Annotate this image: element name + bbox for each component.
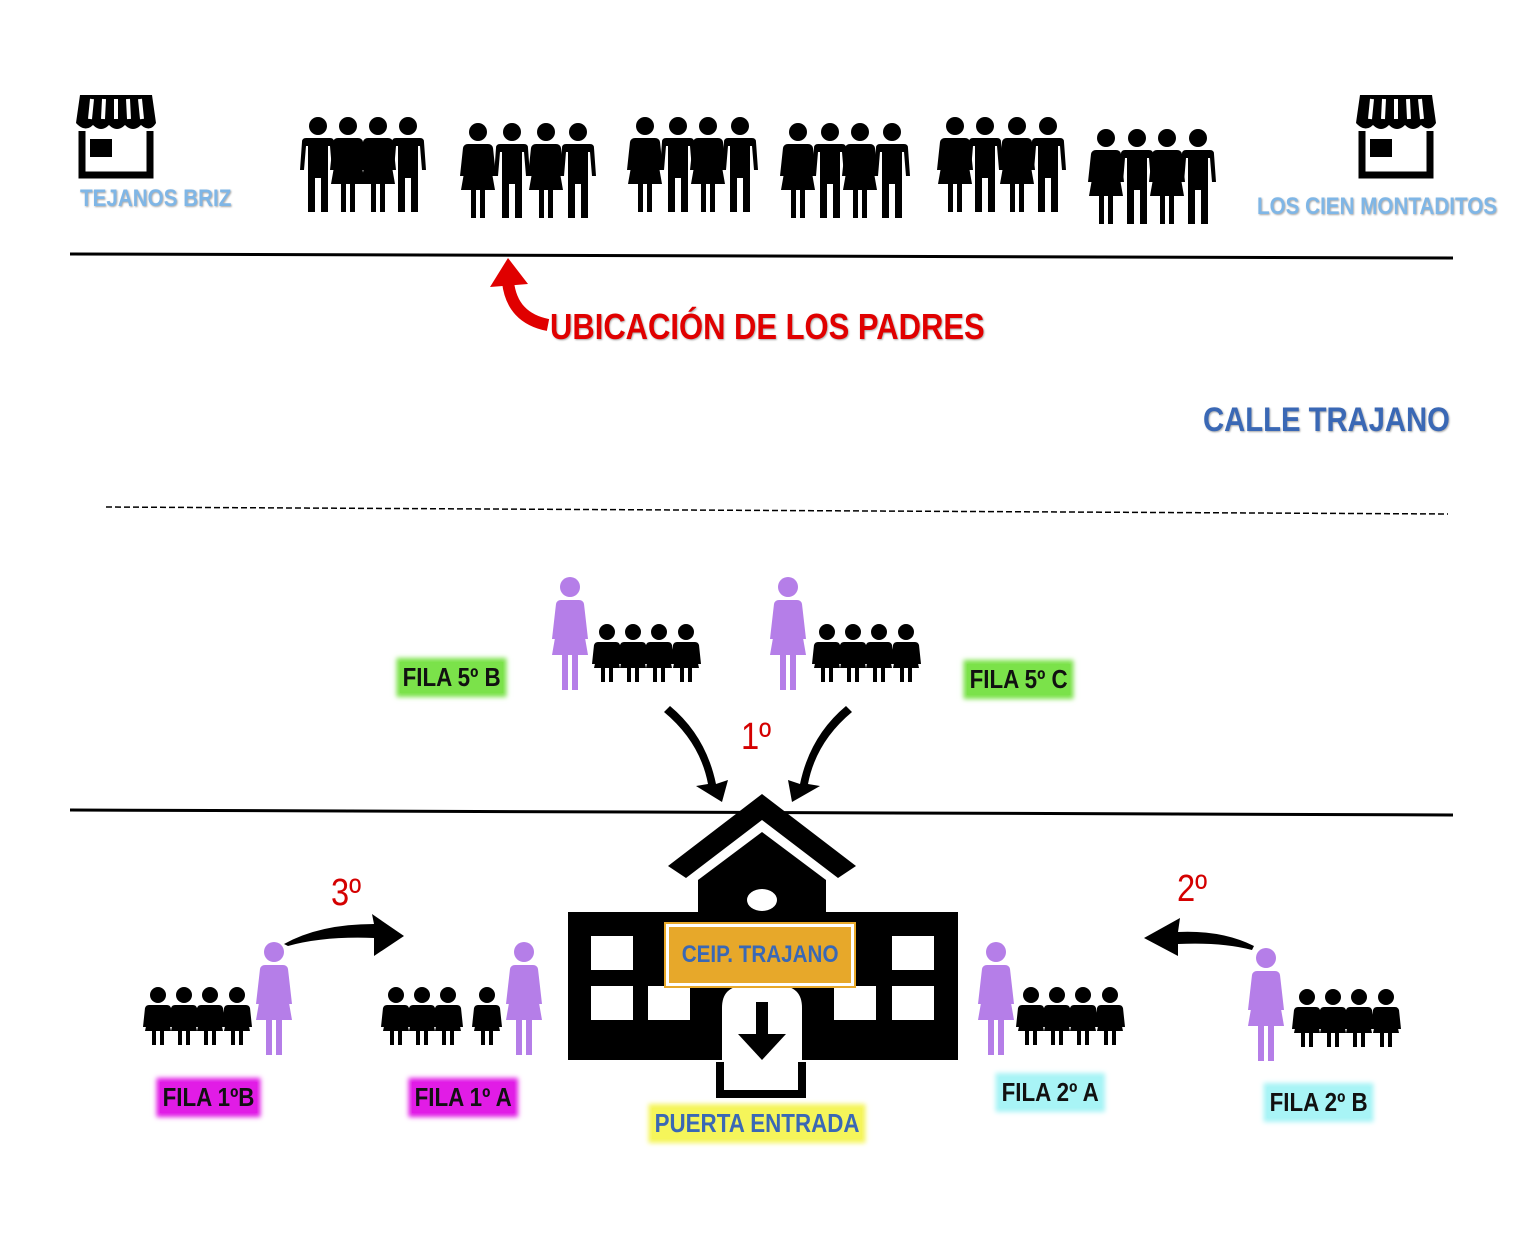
step-3-label: 3º	[331, 872, 362, 914]
sidewalk-line-top	[69, 252, 1454, 260]
school-name-sign: CEIP. TRAJANO	[666, 924, 854, 986]
curved-arrow-icon	[490, 258, 550, 331]
fila-1b-label: FILA 1ºB	[160, 1082, 257, 1113]
curved-arrow-icon	[1144, 918, 1254, 956]
shop-label-left: TEJANOS BRIZ	[80, 185, 232, 212]
door-label: PUERTA ENTRADA	[652, 1108, 863, 1139]
school-name-label: CEIP. TRAJANO	[681, 941, 839, 968]
shop-label-right: LOS CIEN MONTADITOS	[1257, 193, 1498, 220]
shop-icon	[76, 95, 156, 175]
fila-1a-label: FILA 1º A	[412, 1082, 515, 1113]
shop-icon	[1356, 95, 1436, 175]
curved-arrow-icon	[284, 914, 404, 956]
parents-group-icon	[300, 117, 1216, 224]
step-2-label: 2º	[1177, 868, 1208, 910]
fila-2b-label: FILA 2º B	[1267, 1087, 1371, 1118]
fila-2a-label: FILA 2º A	[999, 1077, 1102, 1108]
parents-location-label: UBICACIÓN DE LOS PADRES	[550, 306, 985, 347]
step-1-label: 1º	[741, 716, 772, 758]
fila-5c-label: FILA 5º C	[967, 664, 1071, 695]
down-arrow-icon	[738, 1002, 786, 1060]
curved-arrow-icon	[664, 706, 852, 802]
fila-5b-label: FILA 5º B	[400, 662, 504, 693]
street-label: CALLE TRAJANO	[1203, 401, 1450, 439]
street-center-line	[105, 506, 1449, 515]
